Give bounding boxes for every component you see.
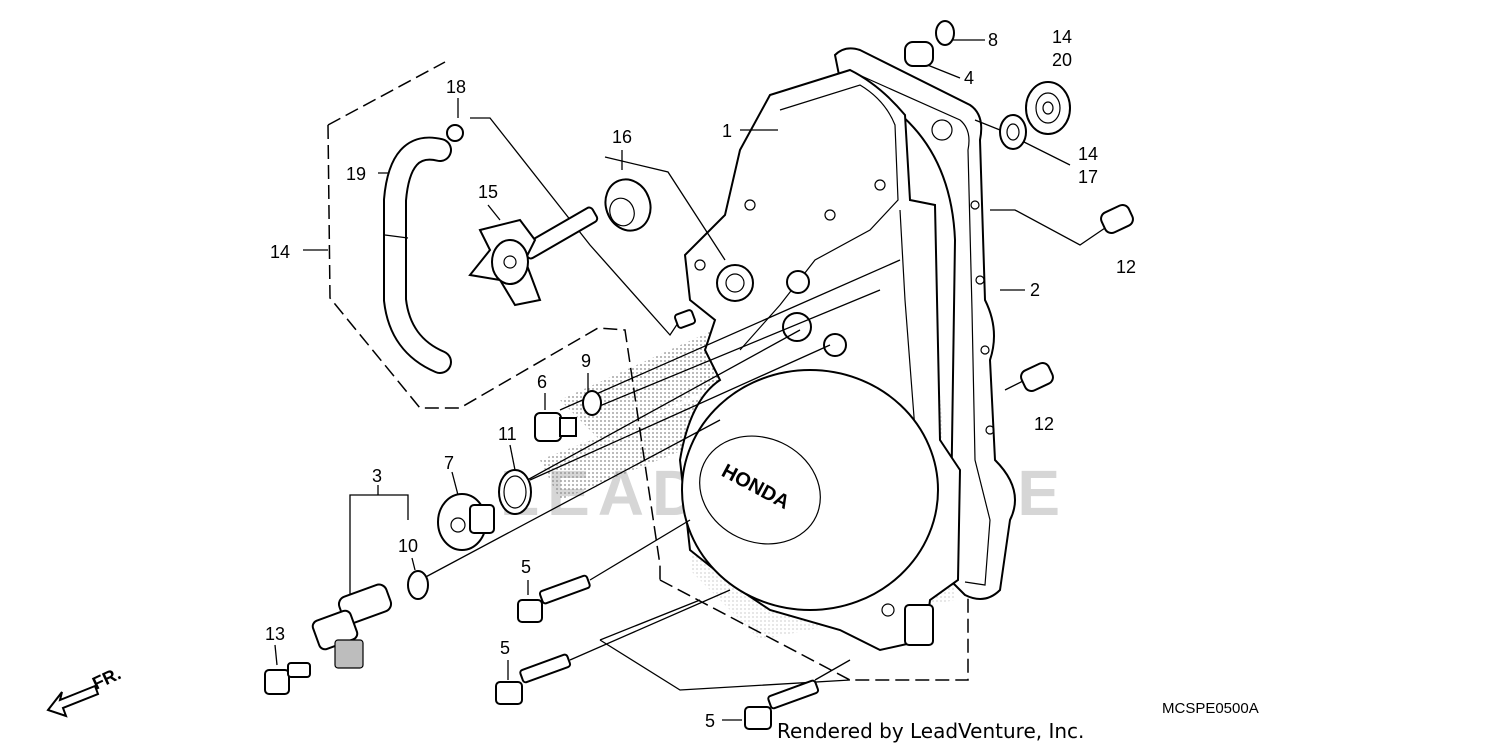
callout-16: 16 (612, 127, 632, 147)
callout-8: 8 (988, 30, 998, 50)
callout-2: 2 (1030, 280, 1040, 300)
callout-15: 15 (478, 182, 498, 202)
part-5-bolt-b (495, 653, 572, 705)
front-direction-marker: FR. (46, 663, 124, 718)
callout-7: 7 (444, 453, 454, 473)
callout-10: 10 (398, 536, 418, 556)
callout-14b: 14 (1052, 27, 1072, 47)
part-5-bolt-c (744, 679, 820, 730)
part-7-plug (437, 493, 495, 551)
part-15-impeller (468, 206, 599, 307)
callout-17: 17 (1078, 167, 1098, 187)
callout-5a: 5 (521, 557, 531, 577)
callout-5c: 5 (705, 711, 715, 731)
part-19-hose (383, 136, 452, 374)
part-4-collar (904, 41, 934, 67)
leader-lines (274, 39, 1106, 721)
part-11-oring (498, 469, 532, 515)
credit-text: Rendered by LeadVenture, Inc. (777, 719, 1084, 743)
part-1-cover: HONDA (678, 68, 962, 652)
part-8-washer (935, 20, 955, 46)
callout-13: 13 (265, 624, 285, 644)
callout-18: 18 (446, 77, 466, 97)
arrow-left-icon (46, 684, 100, 718)
part-20-bearing (1025, 81, 1071, 135)
part-13-bolt (264, 662, 311, 695)
part-18-clip (446, 124, 464, 142)
part-12-dowel-upper (1100, 203, 1134, 235)
callout-3: 3 (372, 466, 382, 486)
part-5-bolt-a (517, 574, 591, 623)
callout-1: 1 (722, 121, 732, 141)
part-9-washer (582, 390, 602, 416)
callout-14a: 14 (270, 242, 290, 262)
callout-12b: 12 (1034, 414, 1054, 434)
part-17-seal (999, 114, 1027, 150)
callout-4: 4 (964, 68, 974, 88)
part-12-dowel-lower (1020, 361, 1054, 393)
callouts: 1 2 3 4 5 5 5 6 7 8 9 10 11 12 12 13 14 … (265, 27, 1136, 731)
diagram-code: MCSPE0500A (1162, 700, 1259, 717)
callout-12a: 12 (1116, 257, 1136, 277)
part-3-sensor (311, 583, 393, 669)
callout-9: 9 (581, 351, 591, 371)
callout-19: 19 (346, 164, 366, 184)
group-14-outline-top (327, 61, 446, 126)
callout-11: 11 (498, 424, 517, 444)
dowel-pin (673, 309, 697, 329)
callout-14c: 14 (1078, 144, 1098, 164)
callout-20: 20 (1052, 50, 1072, 70)
part-10-washer (407, 570, 429, 600)
part-6-bolt (534, 412, 577, 442)
callout-5b: 5 (500, 638, 510, 658)
part-16-seal (604, 178, 652, 232)
callout-6: 6 (537, 372, 547, 392)
